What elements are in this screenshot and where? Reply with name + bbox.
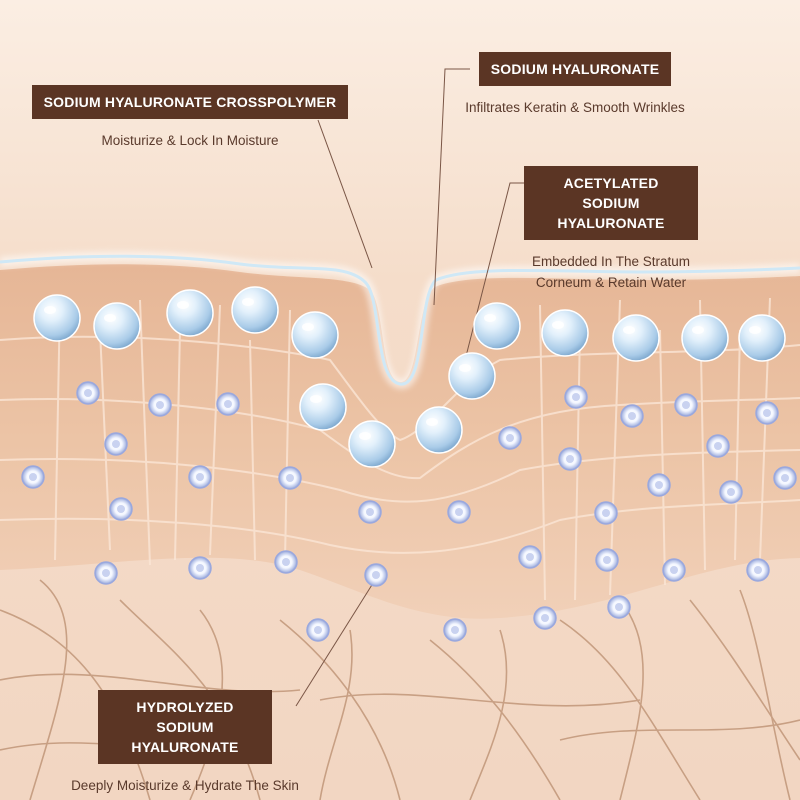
sphere-highlight [359, 432, 371, 440]
sphere-highlight [692, 326, 704, 334]
particle-core [754, 566, 762, 574]
large-hyaluronic-sphere-icon [612, 314, 660, 362]
sphere-highlight [242, 298, 254, 306]
caption-sodium-hyaluronate: Infiltrates Keratin & Smooth Wrinkles [465, 100, 685, 115]
sphere-highlight [552, 321, 564, 329]
sphere-highlight [459, 364, 471, 372]
particle-core [655, 481, 663, 489]
large-hyaluronic-sphere-icon [415, 406, 463, 454]
callout-acetylated: ACETYLATED SODIUM HYALURONATE Embedded I… [506, 166, 716, 293]
caption-crosspolymer: Moisturize & Lock In Moisture [101, 133, 279, 148]
particle-core [156, 401, 164, 409]
particle-core [615, 603, 623, 611]
large-hyaluronic-sphere-icon [681, 314, 729, 362]
sphere-highlight [177, 301, 189, 309]
connector-acetylated [461, 182, 528, 373]
particle-core [628, 412, 636, 420]
label-hydrolyzed-sodium-hyaluronate: HYDROLYZED SODIUM HYALURONATE [98, 690, 272, 764]
small-molecules [21, 381, 797, 642]
particle-core [541, 614, 549, 622]
sphere-highlight [484, 314, 496, 322]
large-hyaluronic-sphere-icon [348, 420, 396, 468]
particle-core [117, 505, 125, 513]
particle-core [572, 393, 580, 401]
particle-core [196, 564, 204, 572]
sphere-highlight [749, 326, 761, 334]
connector-sodium [433, 68, 470, 306]
label-sodium-hyaluronate-crosspolymer: SODIUM HYALURONATE CROSSPOLYMER [31, 85, 349, 119]
large-hyaluronic-sphere-icon [541, 309, 589, 357]
particle-core [451, 626, 459, 634]
epidermis-layer [0, 264, 800, 619]
sphere-highlight [44, 306, 56, 314]
particle-core [714, 442, 722, 450]
particle-core [670, 566, 678, 574]
particle-core [603, 556, 611, 564]
particle-core [727, 488, 735, 496]
large-hyaluronic-sphere-icon [231, 286, 279, 334]
particle-core [282, 558, 290, 566]
callout-connectors [295, 68, 528, 707]
large-hyaluronic-sphere-icon [448, 352, 496, 400]
particle-core [372, 571, 380, 579]
particle-core [112, 440, 120, 448]
sphere-highlight [104, 314, 116, 322]
large-hyaluronic-sphere-icon [291, 311, 339, 359]
sphere-highlight [310, 395, 322, 403]
large-hyaluronic-sphere-icon [738, 314, 786, 362]
particle-core [196, 473, 204, 481]
particle-core [506, 434, 514, 442]
sphere-highlight [623, 326, 635, 334]
caption-hydrolyzed: Deeply Moisturize & Hydrate The Skin [71, 778, 299, 793]
sphere-highlight [426, 418, 438, 426]
large-hyaluronic-sphere-icon [299, 383, 347, 431]
particle-core [84, 389, 92, 397]
connector-crosspolymer [317, 119, 373, 269]
large-hyaluronic-sphere-icon [166, 289, 214, 337]
large-hyaluronic-sphere-icon [473, 302, 521, 350]
particle-core [366, 508, 374, 516]
particle-core [286, 474, 294, 482]
particle-core [602, 509, 610, 517]
particle-core [566, 455, 574, 463]
caption-acetylated: Embedded In The Stratum Corneum & Retain… [531, 254, 691, 290]
connector-hydrolyzed [295, 579, 376, 707]
callout-sodium-hyaluronate: SODIUM HYALURONATE Infiltrates Keratin &… [460, 52, 690, 118]
particle-core [763, 409, 771, 417]
dermis-fibers [0, 579, 800, 800]
large-molecules [33, 286, 786, 468]
particle-core [102, 569, 110, 577]
particle-core [29, 473, 37, 481]
particle-core [682, 401, 690, 409]
particle-core [455, 508, 463, 516]
large-hyaluronic-sphere-icon [33, 294, 81, 342]
particle-core [314, 626, 322, 634]
label-acetylated-sodium-hyaluronate: ACETYLATED SODIUM HYALURONATE [524, 166, 698, 240]
particle-core [781, 474, 789, 482]
particle-core [526, 553, 534, 561]
large-hyaluronic-sphere-icon [93, 302, 141, 350]
callout-crosspolymer: SODIUM HYALURONATE CROSSPOLYMER Moisturi… [25, 85, 355, 151]
sphere-highlight [302, 323, 314, 331]
particle-core [224, 400, 232, 408]
callout-hydrolyzed: HYDROLYZED SODIUM HYALURONATE Deeply Moi… [40, 690, 330, 796]
label-sodium-hyaluronate: SODIUM HYALURONATE [478, 52, 672, 86]
